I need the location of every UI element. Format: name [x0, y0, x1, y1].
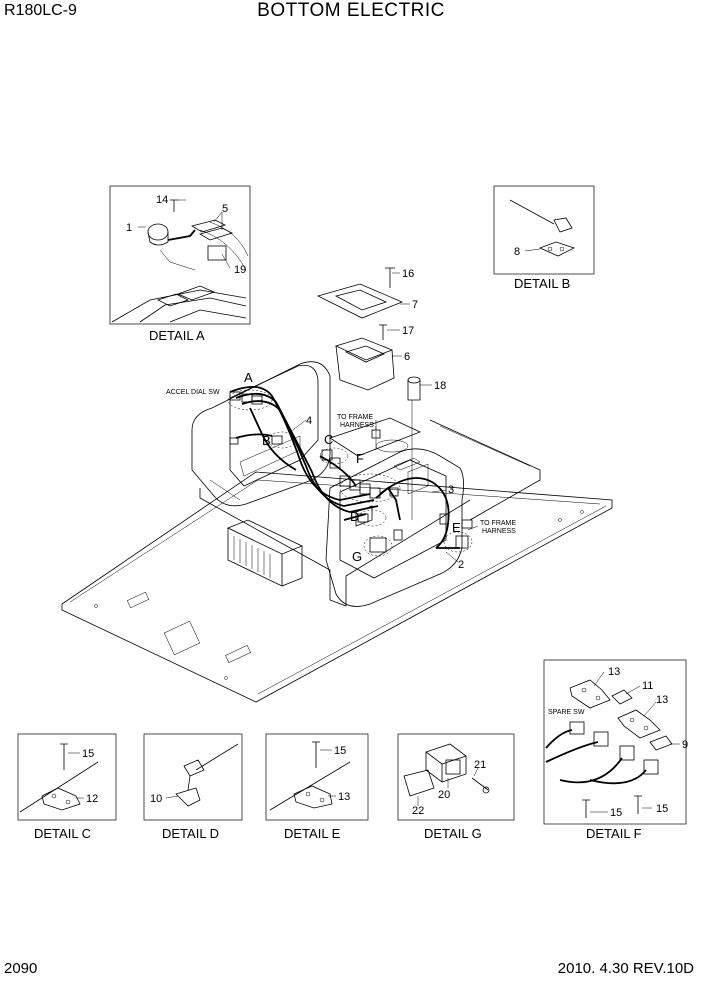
- callout-2: 2: [458, 559, 464, 571]
- detail-d-panel: [143, 733, 243, 821]
- callout-15-f2: 15: [656, 803, 668, 815]
- detail-e-label: DETAIL E: [284, 826, 341, 841]
- letter-b: B: [262, 433, 271, 448]
- callout-14-a: 14: [156, 194, 168, 206]
- callout-11-f: 11: [642, 680, 653, 692]
- note-spare-sw: SPARE SW: [548, 709, 585, 716]
- callout-6: 6: [404, 351, 410, 363]
- detail-b-panel: [493, 185, 595, 275]
- detail-d-label: DETAIL D: [162, 826, 219, 841]
- model-number: R180LC-9: [4, 2, 77, 19]
- callout-7: 7: [412, 299, 418, 311]
- detail-e-panel: [265, 733, 369, 821]
- callout-22-g: 22: [412, 805, 424, 817]
- callout-5-a: 5: [222, 203, 228, 215]
- callout-18: 18: [434, 380, 446, 392]
- letter-e: E: [452, 520, 461, 535]
- callout-13-f2: 13: [656, 694, 668, 706]
- detail-f-label: DETAIL F: [586, 826, 642, 841]
- letter-a: A: [244, 370, 253, 385]
- callout-8-b: 8: [514, 246, 520, 258]
- callout-10-d: 10: [150, 793, 162, 805]
- callout-20-g: 20: [438, 789, 450, 801]
- callout-13-e: 13: [338, 791, 350, 803]
- note-accel-dial-sw: ACCEL DIAL SW: [166, 389, 220, 396]
- detail-b-label: DETAIL B: [514, 276, 570, 291]
- revision-date: 2010. 4.30 REV.10D: [557, 960, 694, 977]
- detail-g-label: DETAIL G: [424, 826, 482, 841]
- callout-16: 16: [402, 268, 414, 280]
- detail-f-panel: [543, 659, 687, 825]
- callout-9-f: 9: [682, 739, 688, 751]
- letter-f: F: [356, 451, 364, 466]
- callout-21-g: 21: [474, 759, 486, 771]
- callout-15-c: 15: [82, 748, 94, 760]
- callout-15-f1: 15: [610, 807, 622, 819]
- detail-c-label: DETAIL C: [34, 826, 91, 841]
- callout-12-c: 12: [86, 793, 98, 805]
- callout-3: 3: [448, 484, 454, 496]
- detail-g-panel: [397, 733, 515, 821]
- callout-4: 4: [306, 415, 312, 427]
- note-harness-1: HARNESS: [340, 422, 374, 429]
- letter-c: C: [324, 432, 333, 447]
- detail-c-panel: [17, 733, 117, 821]
- page-number: 2090: [4, 960, 38, 977]
- note-harness-2: HARNESS: [482, 528, 516, 535]
- note-to-frame-2: TO FRAME: [480, 520, 516, 527]
- main-assembly: [61, 267, 613, 703]
- callout-15-e: 15: [334, 745, 346, 757]
- detail-a-panel: [109, 185, 251, 325]
- page-title: BOTTOM ELECTRIC: [257, 0, 445, 21]
- detail-a-label: DETAIL A: [149, 328, 205, 343]
- note-to-frame-1: TO FRAME: [337, 414, 373, 421]
- letter-g: G: [352, 549, 362, 564]
- callout-13-f1: 13: [608, 666, 620, 678]
- callout-19-a: 19: [234, 264, 246, 276]
- callout-1-a: 1: [126, 222, 132, 234]
- callout-17: 17: [402, 325, 414, 337]
- letter-d: D: [350, 509, 359, 524]
